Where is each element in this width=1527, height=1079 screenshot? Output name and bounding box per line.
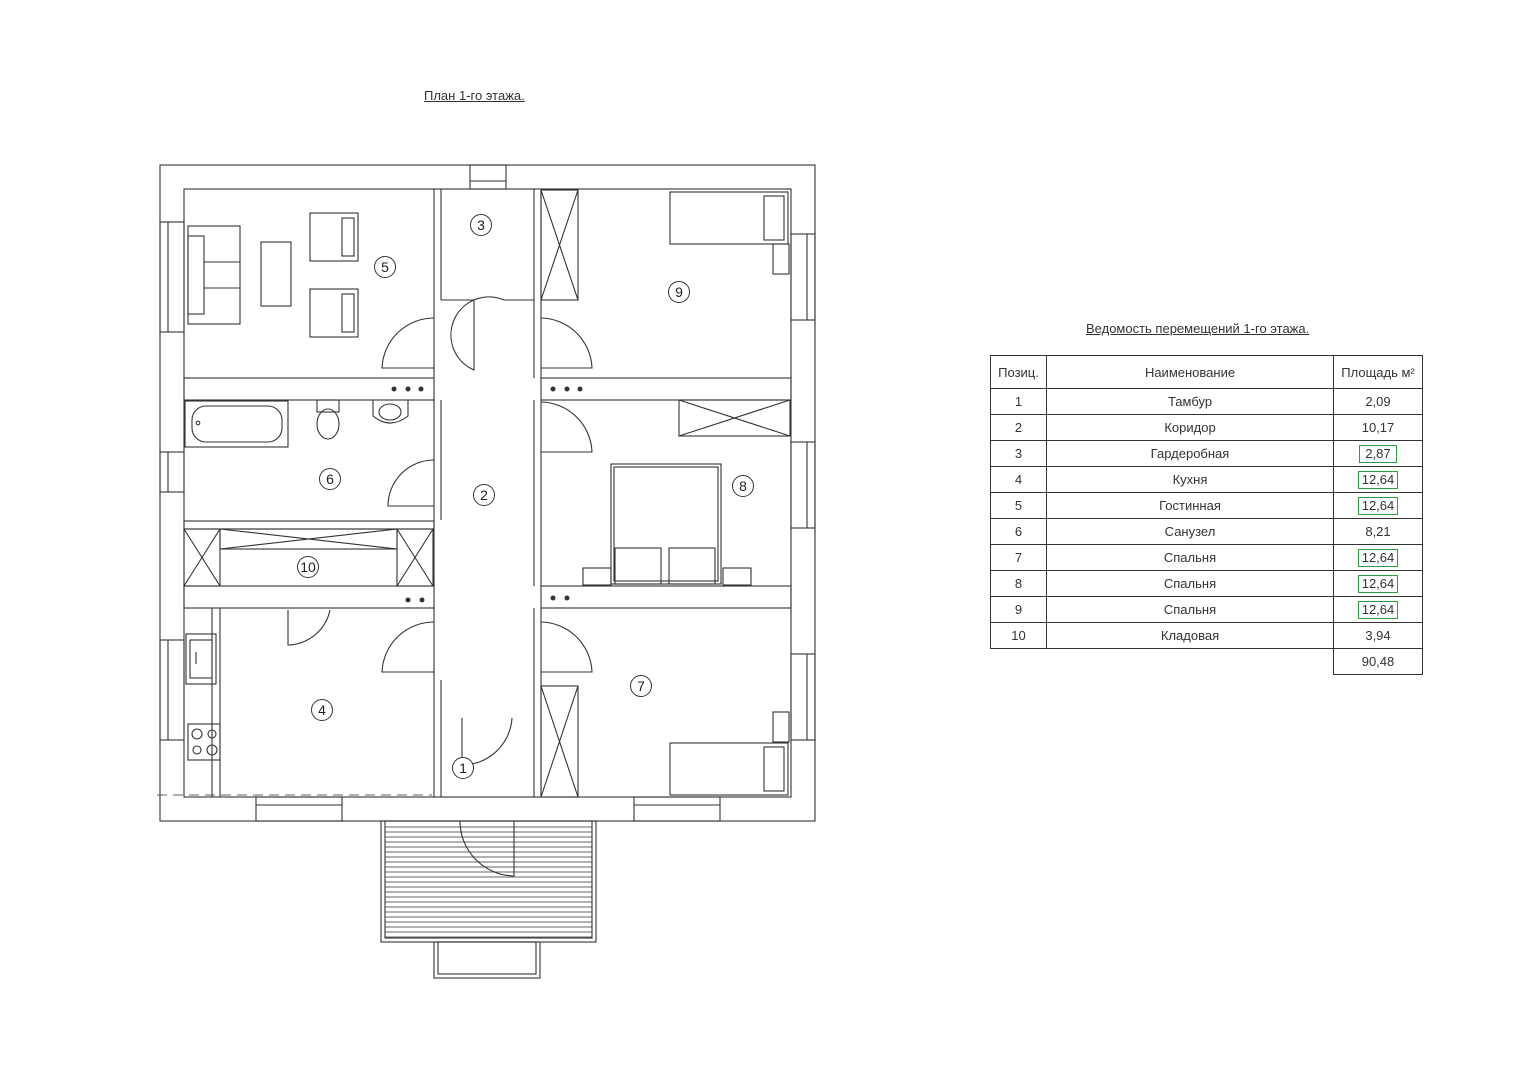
area-value: 10,17 bbox=[1361, 419, 1395, 435]
cell-pos: 10 bbox=[990, 622, 1047, 649]
coffee-table bbox=[260, 241, 292, 307]
cell-pos: 1 bbox=[990, 388, 1047, 415]
cell-area: 12,64 bbox=[1333, 544, 1423, 571]
svg-text:2: 2 bbox=[480, 487, 488, 503]
toilet bbox=[316, 399, 340, 440]
cell-pos: 6 bbox=[990, 518, 1047, 545]
cell-name: Кухня bbox=[1046, 466, 1334, 493]
svg-text:3: 3 bbox=[477, 217, 485, 233]
cell-name: Спальня bbox=[1046, 544, 1334, 571]
svg-text:10: 10 bbox=[300, 559, 316, 575]
cell-area: 3,94 bbox=[1333, 622, 1423, 649]
header-area: Площадь м² bbox=[1333, 355, 1423, 389]
cell-pos: 2 bbox=[990, 414, 1047, 441]
empty-cell bbox=[991, 649, 1047, 675]
area-value-highlighted: 12,64 bbox=[1357, 470, 1399, 489]
area-value: 3,94 bbox=[1365, 627, 1391, 643]
cell-area: 2,87 bbox=[1333, 440, 1423, 467]
sofa bbox=[187, 225, 241, 325]
room-tag-3: 3 bbox=[470, 214, 492, 236]
area-value: 2,09 bbox=[1365, 393, 1391, 409]
header-name: Наименование bbox=[1046, 355, 1334, 389]
room-tag-5: 5 bbox=[374, 256, 396, 278]
cell-name: Тамбур bbox=[1046, 388, 1334, 415]
porch bbox=[380, 820, 597, 979]
cell-area: 2,09 bbox=[1333, 388, 1423, 415]
cell-pos: 3 bbox=[990, 440, 1047, 467]
cell-name: Санузел bbox=[1046, 518, 1334, 545]
cell-name: Гардеробная bbox=[1046, 440, 1334, 467]
room-tags: 1 2 3 4 5 6 7 8 9 10 bbox=[297, 214, 754, 779]
room-tag-9: 9 bbox=[668, 281, 690, 303]
room-tag-10: 10 bbox=[297, 556, 319, 578]
room-tag-4: 4 bbox=[311, 699, 333, 721]
cell-area: 10,17 bbox=[1333, 414, 1423, 441]
area-value-highlighted: 12,64 bbox=[1357, 574, 1399, 593]
cell-name: Гостинная bbox=[1046, 492, 1334, 519]
cell-area: 8,21 bbox=[1333, 518, 1423, 545]
cell-pos: 9 bbox=[990, 596, 1047, 623]
cell-pos: 4 bbox=[990, 466, 1047, 493]
svg-text:4: 4 bbox=[318, 702, 326, 718]
double-bed-8 bbox=[582, 463, 752, 586]
cell-name: Кладовая bbox=[1046, 622, 1334, 649]
header-pos: Позиц. bbox=[990, 355, 1047, 389]
outlets bbox=[391, 386, 583, 603]
area-value-highlighted: 12,64 bbox=[1357, 496, 1399, 515]
cell-area: 12,64 bbox=[1333, 596, 1423, 623]
area-value-highlighted: 12,64 bbox=[1357, 548, 1399, 567]
area-value-highlighted: 2,87 bbox=[1359, 444, 1397, 463]
svg-text:7: 7 bbox=[637, 678, 645, 694]
svg-text:1: 1 bbox=[459, 760, 467, 776]
area-value-highlighted: 12,64 bbox=[1357, 600, 1399, 619]
washbasin bbox=[372, 400, 409, 424]
empty-cell bbox=[1047, 649, 1334, 675]
floor-plan: 1 2 3 4 5 6 7 8 9 10 bbox=[157, 164, 816, 979]
room-tag-1: 1 bbox=[452, 757, 474, 779]
cell-area: 12,64 bbox=[1333, 570, 1423, 597]
kitchen-sink bbox=[185, 633, 217, 685]
total-area: 90,48 bbox=[1333, 648, 1423, 675]
svg-text:9: 9 bbox=[675, 284, 683, 300]
area-value: 8,21 bbox=[1365, 523, 1391, 539]
table-header-row: Позиц. Наименование Площадь м² bbox=[990, 355, 1423, 389]
stove bbox=[187, 723, 221, 761]
single-bed-7 bbox=[669, 711, 790, 796]
plan-title: План 1-го этажа. bbox=[424, 88, 525, 103]
svg-text:5: 5 bbox=[381, 259, 389, 275]
cell-name: Коридор bbox=[1046, 414, 1334, 441]
wardrobes bbox=[183, 189, 791, 798]
windows bbox=[159, 164, 816, 822]
cell-area: 12,64 bbox=[1333, 466, 1423, 493]
cell-name: Спальня bbox=[1046, 570, 1334, 597]
bathtub bbox=[184, 400, 289, 448]
cell-pos: 7 bbox=[990, 544, 1047, 571]
cell-pos: 8 bbox=[990, 570, 1047, 597]
table-title: Ведомость перемещений 1-го этажа. bbox=[1086, 321, 1310, 336]
svg-text:6: 6 bbox=[326, 471, 334, 487]
room-tag-8: 8 bbox=[732, 475, 754, 497]
armchair bbox=[309, 212, 359, 338]
single-bed-9 bbox=[669, 191, 790, 275]
cell-pos: 5 bbox=[990, 492, 1047, 519]
svg-text:8: 8 bbox=[739, 478, 747, 494]
cell-name: Спальня bbox=[1046, 596, 1334, 623]
room-tag-6: 6 bbox=[319, 468, 341, 490]
room-tag-2: 2 bbox=[473, 484, 495, 506]
room-tag-7: 7 bbox=[630, 675, 652, 697]
table-total-row: 90,48 bbox=[991, 648, 1423, 675]
cell-area: 12,64 bbox=[1333, 492, 1423, 519]
